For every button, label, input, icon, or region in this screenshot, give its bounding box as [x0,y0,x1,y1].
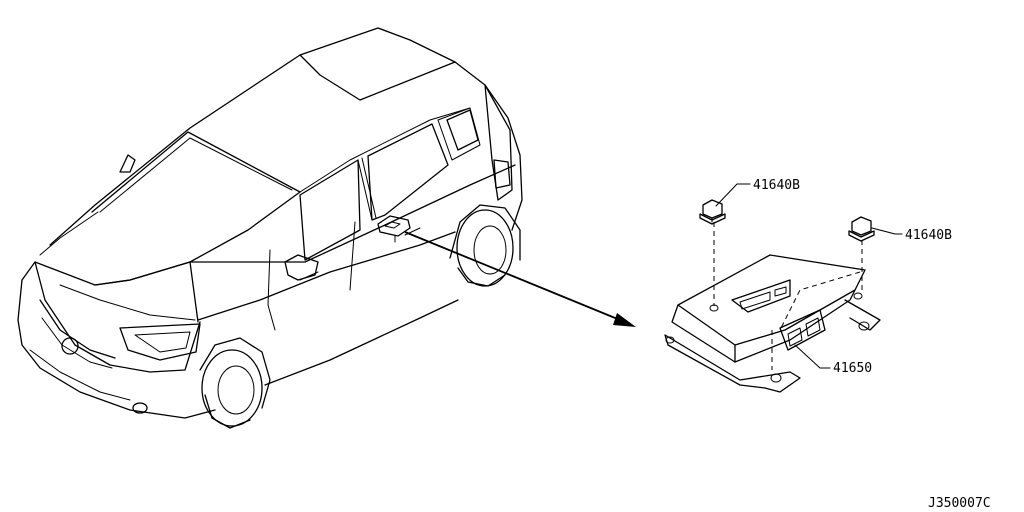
control-unit-41650 [664,222,881,393]
callout-leaders [715,183,903,369]
callout-label-nut-right: 41640B [905,228,952,243]
nut-41640B-right [848,216,875,242]
nut-41640B-left [699,199,726,225]
vehicle-illustration [17,27,523,429]
callout-label-control-unit: 41650 [833,361,872,376]
figure-code: J350007C [928,496,991,511]
location-arrow [404,231,636,327]
callout-label-nut-left: 41640B [753,178,800,193]
